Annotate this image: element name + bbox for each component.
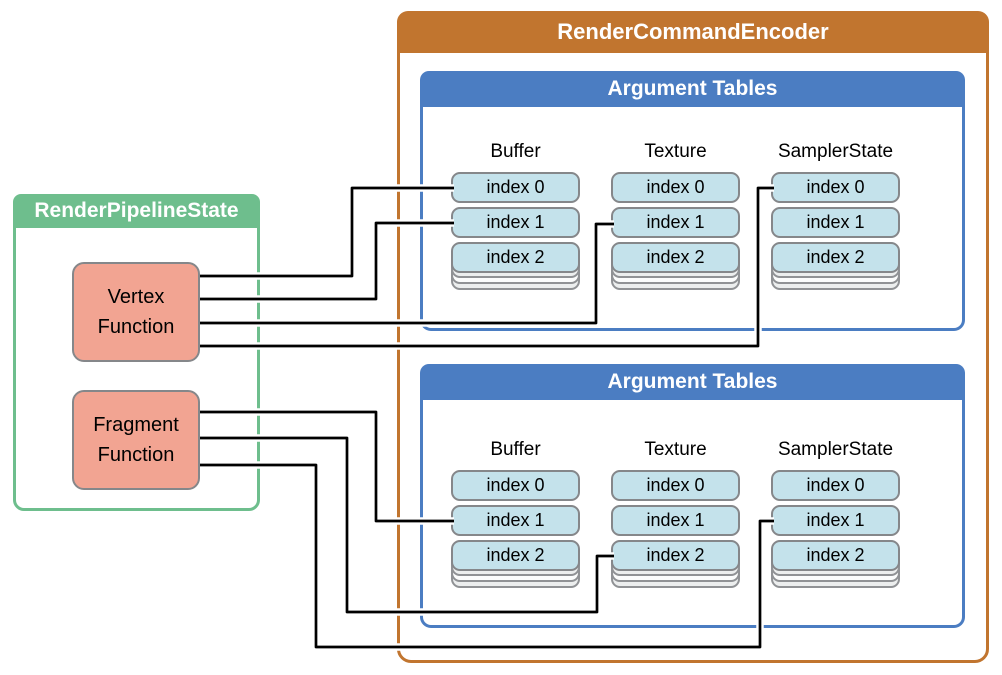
render-command-encoder-title: RenderCommandEncoder [397,11,989,53]
t2-samplerstate-header: SamplerState [777,439,894,460]
t1-texture-index2: index 2 [611,242,740,273]
t1-samplerstate-index0: index 0 [771,172,900,203]
t1-buffer-index0: index 0 [451,172,580,203]
t1-samplerstate-index1: index 1 [771,207,900,238]
t1-buffer-header: Buffer [490,141,541,162]
argument-tables-title-2: Argument Tables [420,364,965,400]
t1-texture-index1: index 1 [611,207,740,238]
t1-samplerstate-header: SamplerState [777,141,894,162]
t2-samplerstate-index1: index 1 [771,505,900,536]
t1-texture-header: Texture [644,141,707,162]
t2-samplerstate-index2: index 2 [771,540,900,571]
render-pipeline-state-title: RenderPipelineState [13,194,260,228]
t1-buffer-index2: index 2 [451,242,580,273]
t2-texture-header: Texture [644,439,707,460]
fragment-function-box: Fragment Function [72,390,200,490]
t2-texture-index1: index 1 [611,505,740,536]
t2-texture-index2: index 2 [611,540,740,571]
t1-texture-index0: index 0 [611,172,740,203]
t2-samplerstate-index0: index 0 [771,470,900,501]
t2-buffer-index0: index 0 [451,470,580,501]
vertex-function-box: Vertex Function [72,262,200,362]
t2-buffer-index2: index 2 [451,540,580,571]
t2-texture-index0: index 0 [611,470,740,501]
t2-buffer-index1: index 1 [451,505,580,536]
t1-samplerstate-index2: index 2 [771,242,900,273]
argument-tables-title-1: Argument Tables [420,71,965,107]
t2-buffer-header: Buffer [490,439,541,460]
t1-buffer-index1: index 1 [451,207,580,238]
